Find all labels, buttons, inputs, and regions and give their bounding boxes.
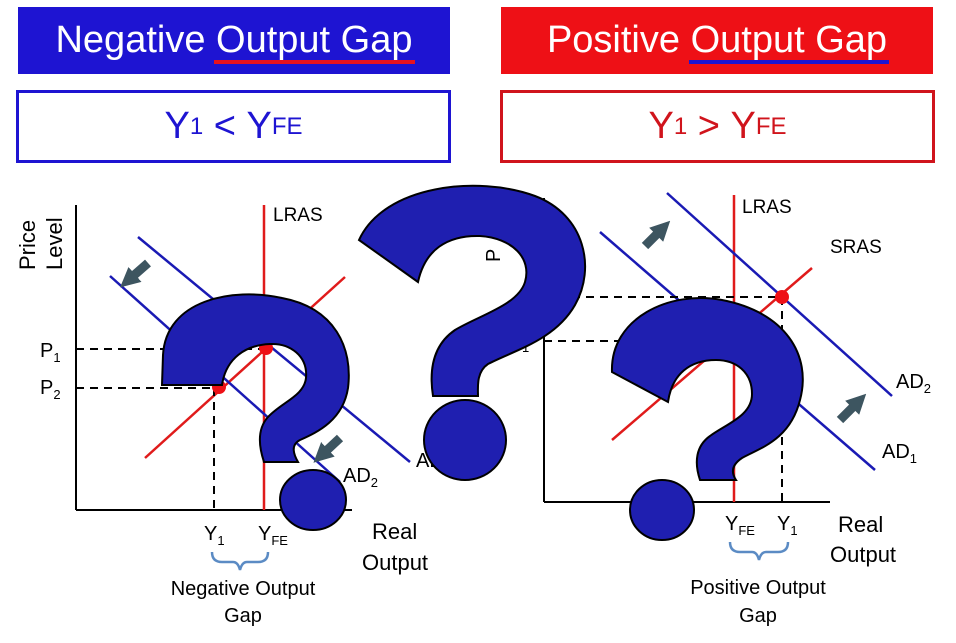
big-question-hook	[357, 184, 587, 397]
left-gap-label-1: Negative Output	[171, 578, 316, 600]
left-p1-label: P1	[40, 340, 61, 365]
positive-banner-prefix: Positive	[546, 19, 681, 61]
left-ad1-line	[137, 236, 411, 463]
positive-banner-underlined: Output Gap	[688, 19, 890, 64]
left-x-axis-label-1: Real	[372, 519, 417, 544]
neg-cond-b: Y	[246, 105, 272, 147]
left-ad2-label: AD2	[343, 465, 378, 490]
left-shift-arrow-2	[313, 434, 344, 463]
right-ad2-label: AD2	[896, 371, 931, 396]
right-y1-sub: 1	[790, 523, 797, 538]
left-y1-label: Y1	[204, 523, 225, 548]
right-yfe-sub: FE	[738, 523, 755, 538]
left-yfe-label: YFE	[258, 523, 288, 548]
neg-cond-a-sub: 1	[189, 112, 204, 140]
right-y1-letter: Y	[777, 513, 790, 535]
positive-output-gap-banner: Positive Output Gap	[501, 7, 933, 74]
neg-cond-b-sub: FE	[271, 112, 303, 140]
right-question-dot	[629, 479, 695, 541]
left-x-axis-label-2: Output	[362, 550, 428, 575]
right-x-axis-label-2: Output	[830, 542, 896, 567]
pos-cond-a: Y	[648, 105, 674, 147]
left-p2-letter: P	[40, 377, 53, 399]
left-y-axis-label-1: Price	[15, 220, 40, 270]
right-gap-label-2: Gap	[739, 605, 777, 627]
left-ad2-sub: 2	[371, 475, 378, 490]
pos-cond-b-sub: FE	[755, 112, 787, 140]
right-ad1-letters: AD	[882, 441, 910, 463]
right-gap-bracket	[728, 541, 790, 561]
right-ad1-sub: 1	[910, 451, 917, 466]
left-gap-bracket	[210, 551, 270, 571]
left-y-axis-label-2: Level	[42, 217, 67, 270]
big-question-mark-icon: ?	[357, 184, 587, 481]
left-gap-label-2: Gap	[224, 605, 262, 627]
left-p2-label: P2	[40, 377, 61, 402]
pos-cond-a-sub: 1	[673, 112, 688, 140]
left-yfe-letter: Y	[258, 523, 271, 545]
left-y1-letter: Y	[204, 523, 217, 545]
left-shift-arrow-1	[120, 259, 151, 288]
right-ad1-label: AD1	[882, 441, 917, 466]
left-lras-label: LRAS	[273, 205, 323, 226]
negative-gap-diagram: Price Level LRAS P1 P2 AD AD2 Y1 YFE Rea…	[15, 205, 444, 627]
negative-output-gap-banner: Negative Output Gap	[18, 7, 450, 74]
right-question-mark-icon: ?	[610, 297, 804, 541]
right-x-axis-label-1: Real	[838, 512, 883, 537]
neg-cond-a: Y	[164, 105, 190, 147]
right-ad2-letters: AD	[896, 371, 924, 393]
right-shift-arrow-2	[836, 393, 867, 424]
big-question-dot	[423, 399, 507, 481]
left-question-dot	[279, 469, 347, 531]
right-sras-label: SRAS	[830, 237, 882, 258]
right-lras-label: LRAS	[742, 197, 792, 218]
left-question-mark-icon: ?	[160, 293, 350, 531]
left-sras-line	[144, 276, 346, 459]
pos-cond-b: Y	[730, 105, 756, 147]
neg-cond-op: <	[203, 105, 247, 147]
right-y-axis-label-partial: P	[483, 249, 505, 262]
positive-gap-diagram: P LRAS SRAS 1 AD2 AD1 YFE Y1 Real Output…	[483, 192, 931, 627]
left-p1-sub: 1	[53, 350, 60, 365]
left-ad2-letters: AD	[343, 465, 371, 487]
pos-cond-op: >	[687, 105, 731, 147]
negative-banner-underlined: Output Gap	[214, 19, 415, 64]
right-gap-label-1: Positive Output	[690, 577, 826, 599]
left-yfe-sub: FE	[271, 533, 288, 548]
right-yfe-label: YFE	[725, 513, 755, 538]
right-question-hook	[610, 297, 804, 481]
right-equilibrium	[775, 290, 789, 304]
right-ad2-sub: 2	[924, 381, 931, 396]
question-marks: ? ? ?	[160, 184, 804, 541]
left-y1-sub: 1	[217, 533, 224, 548]
left-ad2-line	[109, 275, 341, 483]
left-p2-sub: 2	[53, 387, 60, 402]
right-yfe-letter: Y	[725, 513, 738, 535]
right-shift-arrow-1	[641, 220, 671, 250]
negative-banner-prefix: Negative	[55, 19, 206, 61]
left-question-hook	[160, 293, 350, 463]
right-y1-label: Y1	[777, 513, 798, 538]
left-p1-letter: P	[40, 340, 53, 362]
